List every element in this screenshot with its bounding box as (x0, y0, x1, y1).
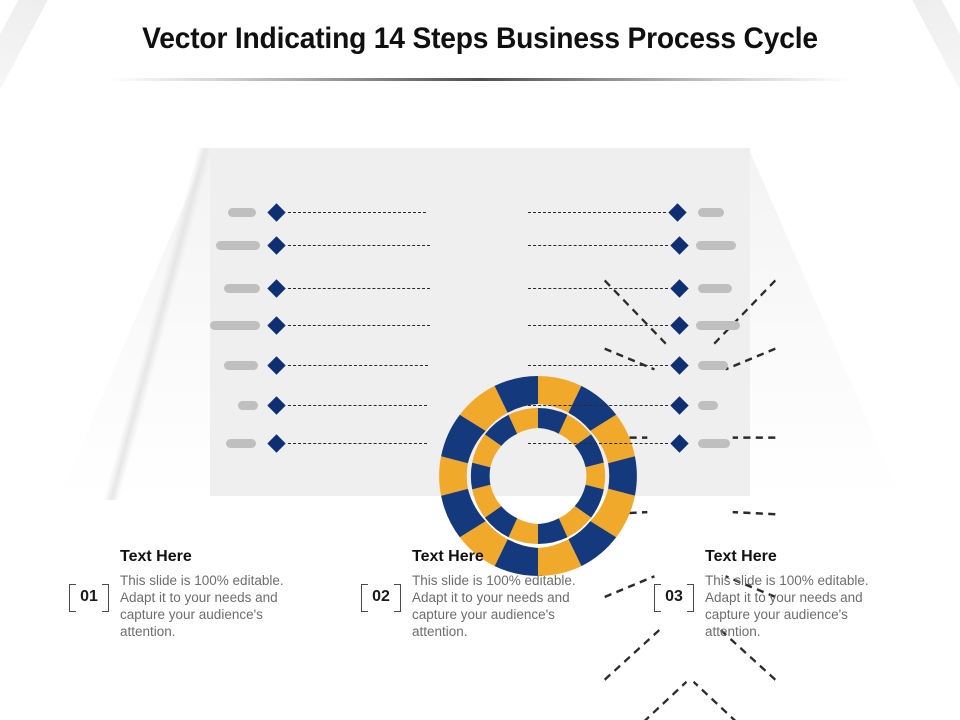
text-block-03-content: Text Here This slide is 100% editable. A… (705, 548, 890, 640)
step-diamond-4 (267, 315, 286, 335)
step-bar-3 (224, 283, 260, 293)
step-diamond-8 (668, 202, 687, 222)
step-connector-11 (528, 324, 668, 326)
step-diamond-7 (267, 433, 286, 453)
step-row-8[interactable] (528, 202, 724, 222)
step-connector-14 (528, 442, 668, 444)
step-row-2[interactable] (216, 235, 430, 255)
step-connector-6 (288, 404, 427, 406)
outer-ring (439, 376, 637, 576)
step-connector-12 (528, 364, 668, 366)
step-row-3[interactable] (224, 278, 430, 298)
step-row-13[interactable] (528, 395, 718, 415)
text-block-03[interactable]: 03 Text Here This slide is 100% editable… (653, 548, 918, 640)
text-block-02-body: This slide is 100% editable. Adapt it to… (412, 573, 576, 639)
step-diamond-1 (267, 202, 286, 222)
step-bar-12 (698, 360, 728, 370)
step-diamond-9 (670, 235, 689, 255)
step-diamond-2 (267, 235, 286, 255)
step-row-6[interactable] (238, 395, 427, 415)
step-connector-13 (528, 404, 668, 406)
step-bar-7 (226, 438, 256, 448)
step-row-4[interactable] (210, 315, 430, 335)
stage-trapezoid-edge (58, 148, 218, 500)
page-title: Vector Indicating 14 Steps Business Proc… (142, 22, 818, 55)
step-diamond-5 (267, 355, 286, 375)
step-diamond-11 (670, 315, 689, 335)
step-bar-4 (210, 320, 260, 330)
text-block-03-heading: Text Here (705, 548, 777, 565)
step-diamond-10 (670, 278, 689, 298)
step-badge-01: 01 (68, 584, 110, 612)
corner-stripe-left-icon (0, 0, 61, 136)
step-bar-1 (228, 207, 256, 217)
step-bar-14 (698, 438, 730, 448)
text-block-01-body: This slide is 100% editable. Adapt it to… (120, 573, 284, 639)
text-block-02[interactable]: 02 Text Here This slide is 100% editable… (360, 548, 625, 640)
step-bar-13 (698, 400, 718, 410)
step-connector-8 (528, 211, 666, 213)
step-bar-6 (238, 400, 258, 410)
step-row-5[interactable] (224, 355, 428, 375)
step-connector-3 (288, 287, 430, 289)
step-bar-11 (696, 320, 740, 330)
step-bar-2 (216, 240, 260, 250)
step-connector-2 (288, 244, 430, 246)
step-row-1[interactable] (228, 202, 426, 222)
text-block-02-heading: Text Here (412, 548, 484, 565)
text-block-01-heading: Text Here (120, 548, 192, 565)
step-row-11[interactable] (528, 315, 740, 335)
step-connector-10 (528, 287, 668, 289)
step-connector-1 (288, 211, 426, 213)
step-connector-7 (288, 442, 427, 444)
step-diamond-6 (267, 395, 286, 415)
step-row-12[interactable] (528, 355, 728, 375)
step-bar-8 (698, 207, 724, 217)
step-diamond-14 (670, 433, 689, 453)
inner-ring (470, 407, 606, 544)
step-diamond-13 (670, 395, 689, 415)
corner-stripe-right-icon (899, 0, 960, 136)
step-row-14[interactable] (528, 433, 730, 453)
text-block-03-body: This slide is 100% editable. Adapt it to… (705, 573, 869, 639)
step-badge-02: 02 (360, 584, 402, 612)
process-ring-chart (439, 376, 637, 576)
step-bar-5 (224, 360, 258, 370)
text-block-01[interactable]: 01 Text Here This slide is 100% editable… (68, 548, 333, 640)
step-diamond-3 (267, 278, 286, 298)
diagram-panel (210, 148, 777, 720)
step-badge-03: 03 (653, 584, 695, 612)
step-connector-4 (288, 324, 430, 326)
step-bar-10 (698, 283, 732, 293)
step-connector-9 (528, 244, 668, 246)
step-connector-5 (288, 364, 428, 366)
step-row-7[interactable] (226, 433, 427, 453)
step-diamond-12 (670, 355, 689, 375)
text-block-02-content: Text Here This slide is 100% editable. A… (412, 548, 597, 640)
step-row-10[interactable] (528, 278, 732, 298)
step-bar-9 (696, 240, 736, 250)
text-block-01-content: Text Here This slide is 100% editable. A… (120, 548, 305, 640)
title-divider (110, 78, 850, 81)
step-row-9[interactable] (528, 235, 736, 255)
